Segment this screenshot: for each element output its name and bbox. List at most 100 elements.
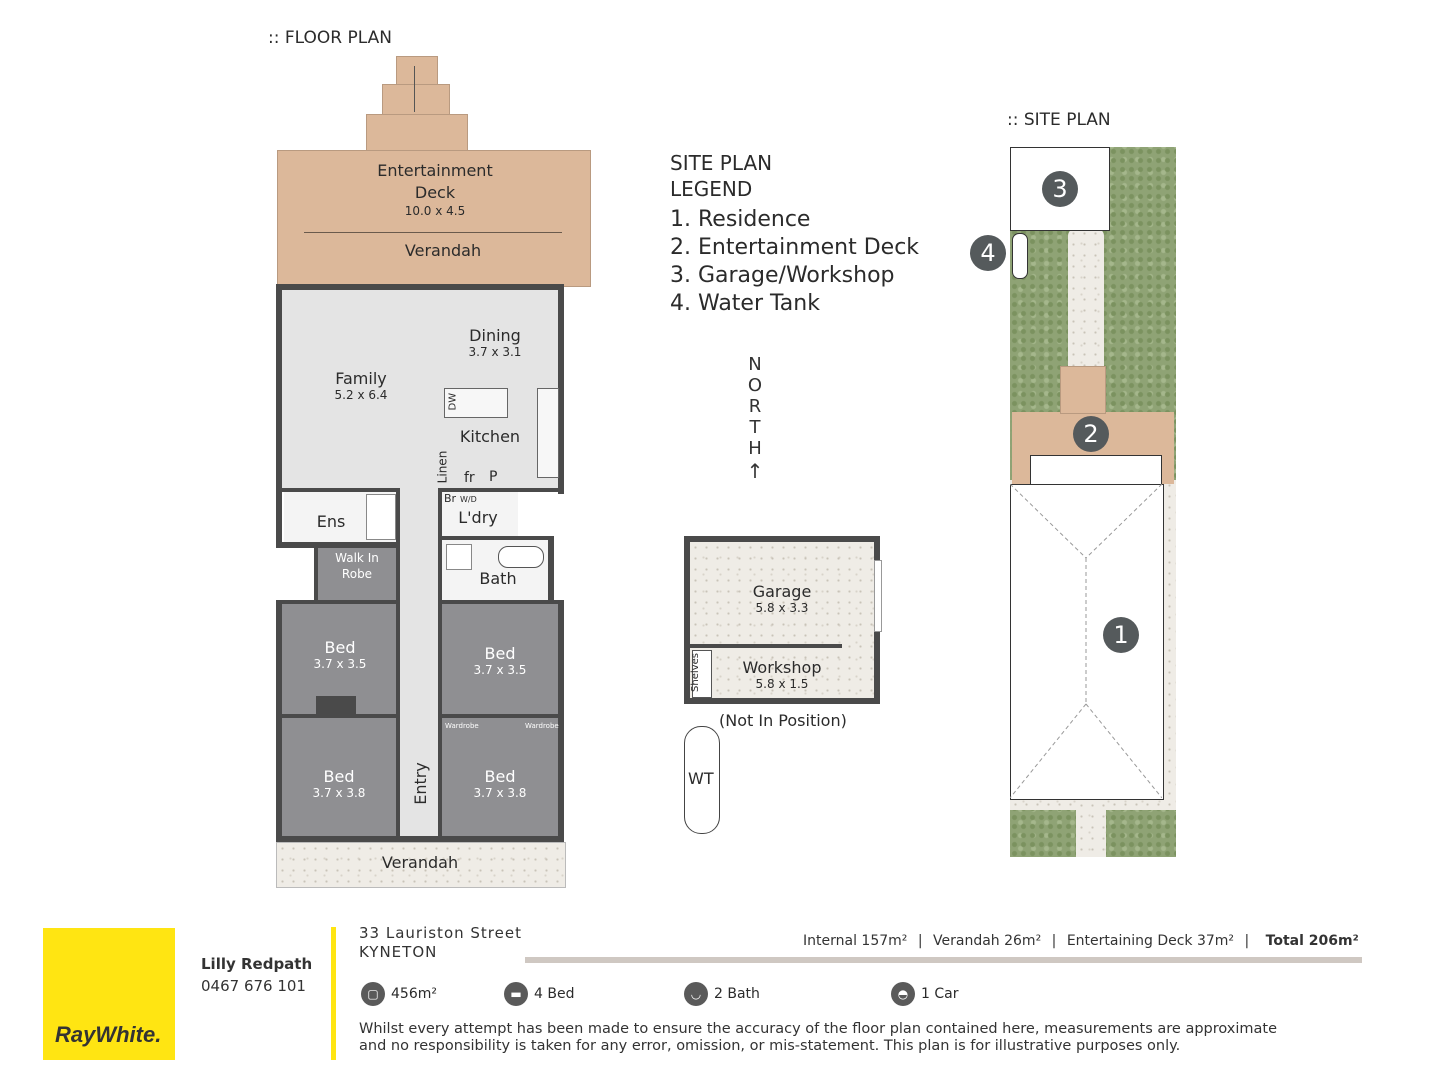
workshop-label: Workshop 5.8 x 1.5: [742, 658, 822, 691]
agent-name: Lilly Redpath: [201, 955, 313, 973]
bed2-label: Bed 3.7 x 3.5: [473, 644, 527, 677]
wall: [282, 488, 400, 492]
feature-bath: ◡ 2 Bath: [684, 982, 760, 1006]
site-marker-4: 4: [970, 235, 1006, 271]
north-label: NORTH: [747, 354, 763, 459]
area-verandah: Verandah 26m²: [933, 933, 1042, 949]
wardrobe2-label: Wardrobe: [525, 722, 559, 730]
wall: [276, 600, 282, 840]
address-line2: KYNETON: [359, 943, 438, 961]
kitchen-island: [444, 388, 508, 418]
deck-step-top: [396, 56, 438, 86]
bed1-label: Bed 3.7 x 3.5: [313, 638, 367, 671]
wall: [684, 536, 880, 542]
family-area: [282, 289, 560, 489]
bed3-area: [282, 718, 398, 836]
site-plan-legend: SITE PLAN LEGEND 1. Residence 2. Enterta…: [670, 150, 919, 318]
legend-item: 2. Entertainment Deck: [670, 235, 920, 260]
area-internal: Internal 157m²: [803, 933, 908, 949]
brand-logo: RayWhite.: [43, 928, 175, 1060]
bed2-area: [442, 604, 558, 714]
deck-dims: 10.0 x 4.5: [404, 204, 466, 218]
wardrobe1-label: Wardrobe: [445, 722, 479, 730]
wall: [558, 600, 564, 840]
wall: [438, 600, 564, 604]
residence-footprint: [1010, 484, 1164, 800]
garage-label: Garage 5.8 x 3.3: [752, 582, 812, 615]
ldry-label: L'dry: [458, 508, 498, 527]
area-total: Total 206m²: [1265, 933, 1359, 949]
legend-title-2: LEGEND: [670, 177, 753, 201]
entry-label: Entry: [410, 762, 430, 805]
entertainment-deck: [277, 150, 591, 287]
wall: [690, 644, 842, 648]
area-summary: Internal 157m² | Verandah 26m² | Enterta…: [803, 933, 1359, 949]
bed3-label: Bed 3.7 x 3.8: [312, 767, 366, 800]
car-icon: ◓: [891, 982, 915, 1006]
fridge-label: fr: [464, 470, 475, 486]
pantry-label: P: [489, 469, 498, 485]
verandah-footprint: [1030, 455, 1162, 485]
wall: [276, 836, 564, 842]
bed-icon: ▬: [504, 982, 528, 1006]
dw-label: DW: [447, 392, 459, 411]
deck-steps: [1060, 366, 1106, 414]
verandah-front-label: Verandah: [381, 853, 459, 872]
area-bar: [525, 957, 1362, 963]
legend-item: 3. Garage/Workshop: [670, 263, 895, 288]
garage-door: [874, 560, 882, 632]
tank-footprint: [1012, 233, 1028, 279]
wall: [438, 714, 564, 718]
residence-roof-lines: [1010, 484, 1162, 798]
wall: [396, 488, 400, 838]
bed4-label: Bed 3.7 x 3.8: [473, 767, 527, 800]
wall: [438, 488, 442, 838]
legend-item: 1. Residence: [670, 207, 811, 232]
kitchen-label: Kitchen: [459, 427, 521, 446]
wt-label: WT: [688, 769, 714, 788]
br-label: Br: [444, 492, 457, 505]
driveway: [1068, 228, 1104, 388]
ens-label: Ens: [316, 512, 346, 531]
footer-divider: [331, 927, 336, 1060]
feature-bed: ▬ 4 Bed: [504, 982, 574, 1006]
wd-label: W/D: [460, 495, 477, 504]
north-arrow-icon: ↑: [746, 459, 764, 483]
shelves: [692, 650, 712, 698]
wall: [548, 536, 554, 604]
legend-title-1: SITE PLAN: [670, 151, 773, 175]
address-line1: 33 Lauriston Street: [359, 924, 522, 942]
north-indicator: NORTH ↑: [744, 354, 766, 483]
wir-label: Walk In Robe: [335, 551, 379, 581]
deck-step-low: [366, 114, 468, 152]
site-plan-heading: :: SITE PLAN: [1007, 110, 1111, 130]
floor-plan-heading: :: FLOOR PLAN: [268, 28, 392, 48]
front-verandah: [276, 842, 566, 888]
area-deck: Entertaining Deck 37m²: [1066, 933, 1235, 949]
dining-label: Dining 3.7 x 3.1: [468, 326, 522, 359]
verandah-back-label: Verandah: [404, 241, 482, 260]
agent-phone[interactable]: 0467 676 101: [201, 977, 306, 995]
shelves-label: Shelves: [689, 653, 701, 692]
bath-label: Bath: [479, 569, 517, 588]
wall: [276, 284, 564, 290]
bath-icon: ◡: [684, 982, 708, 1006]
bed1-area: [282, 604, 398, 714]
land-size-icon: ▢: [361, 982, 385, 1006]
shower: [446, 544, 472, 570]
disclaimer: Whilst every attempt has been made to en…: [359, 1021, 1278, 1054]
site-marker-2: 2: [1073, 416, 1109, 452]
brand-name: RayWhite.: [55, 1022, 162, 1047]
laundry-area: [442, 492, 518, 538]
wall: [438, 536, 554, 540]
water-tank: [684, 726, 720, 834]
wall: [276, 542, 400, 548]
bathtub: [498, 546, 544, 568]
wall: [276, 284, 282, 548]
feature-car: ◓ 1 Car: [891, 982, 958, 1006]
wall: [276, 714, 400, 718]
family-label: Family 5.2 x 6.4: [334, 369, 388, 402]
wall: [314, 542, 318, 604]
deck-step-mid: [382, 84, 450, 116]
step-arrow-icon: [414, 66, 415, 112]
